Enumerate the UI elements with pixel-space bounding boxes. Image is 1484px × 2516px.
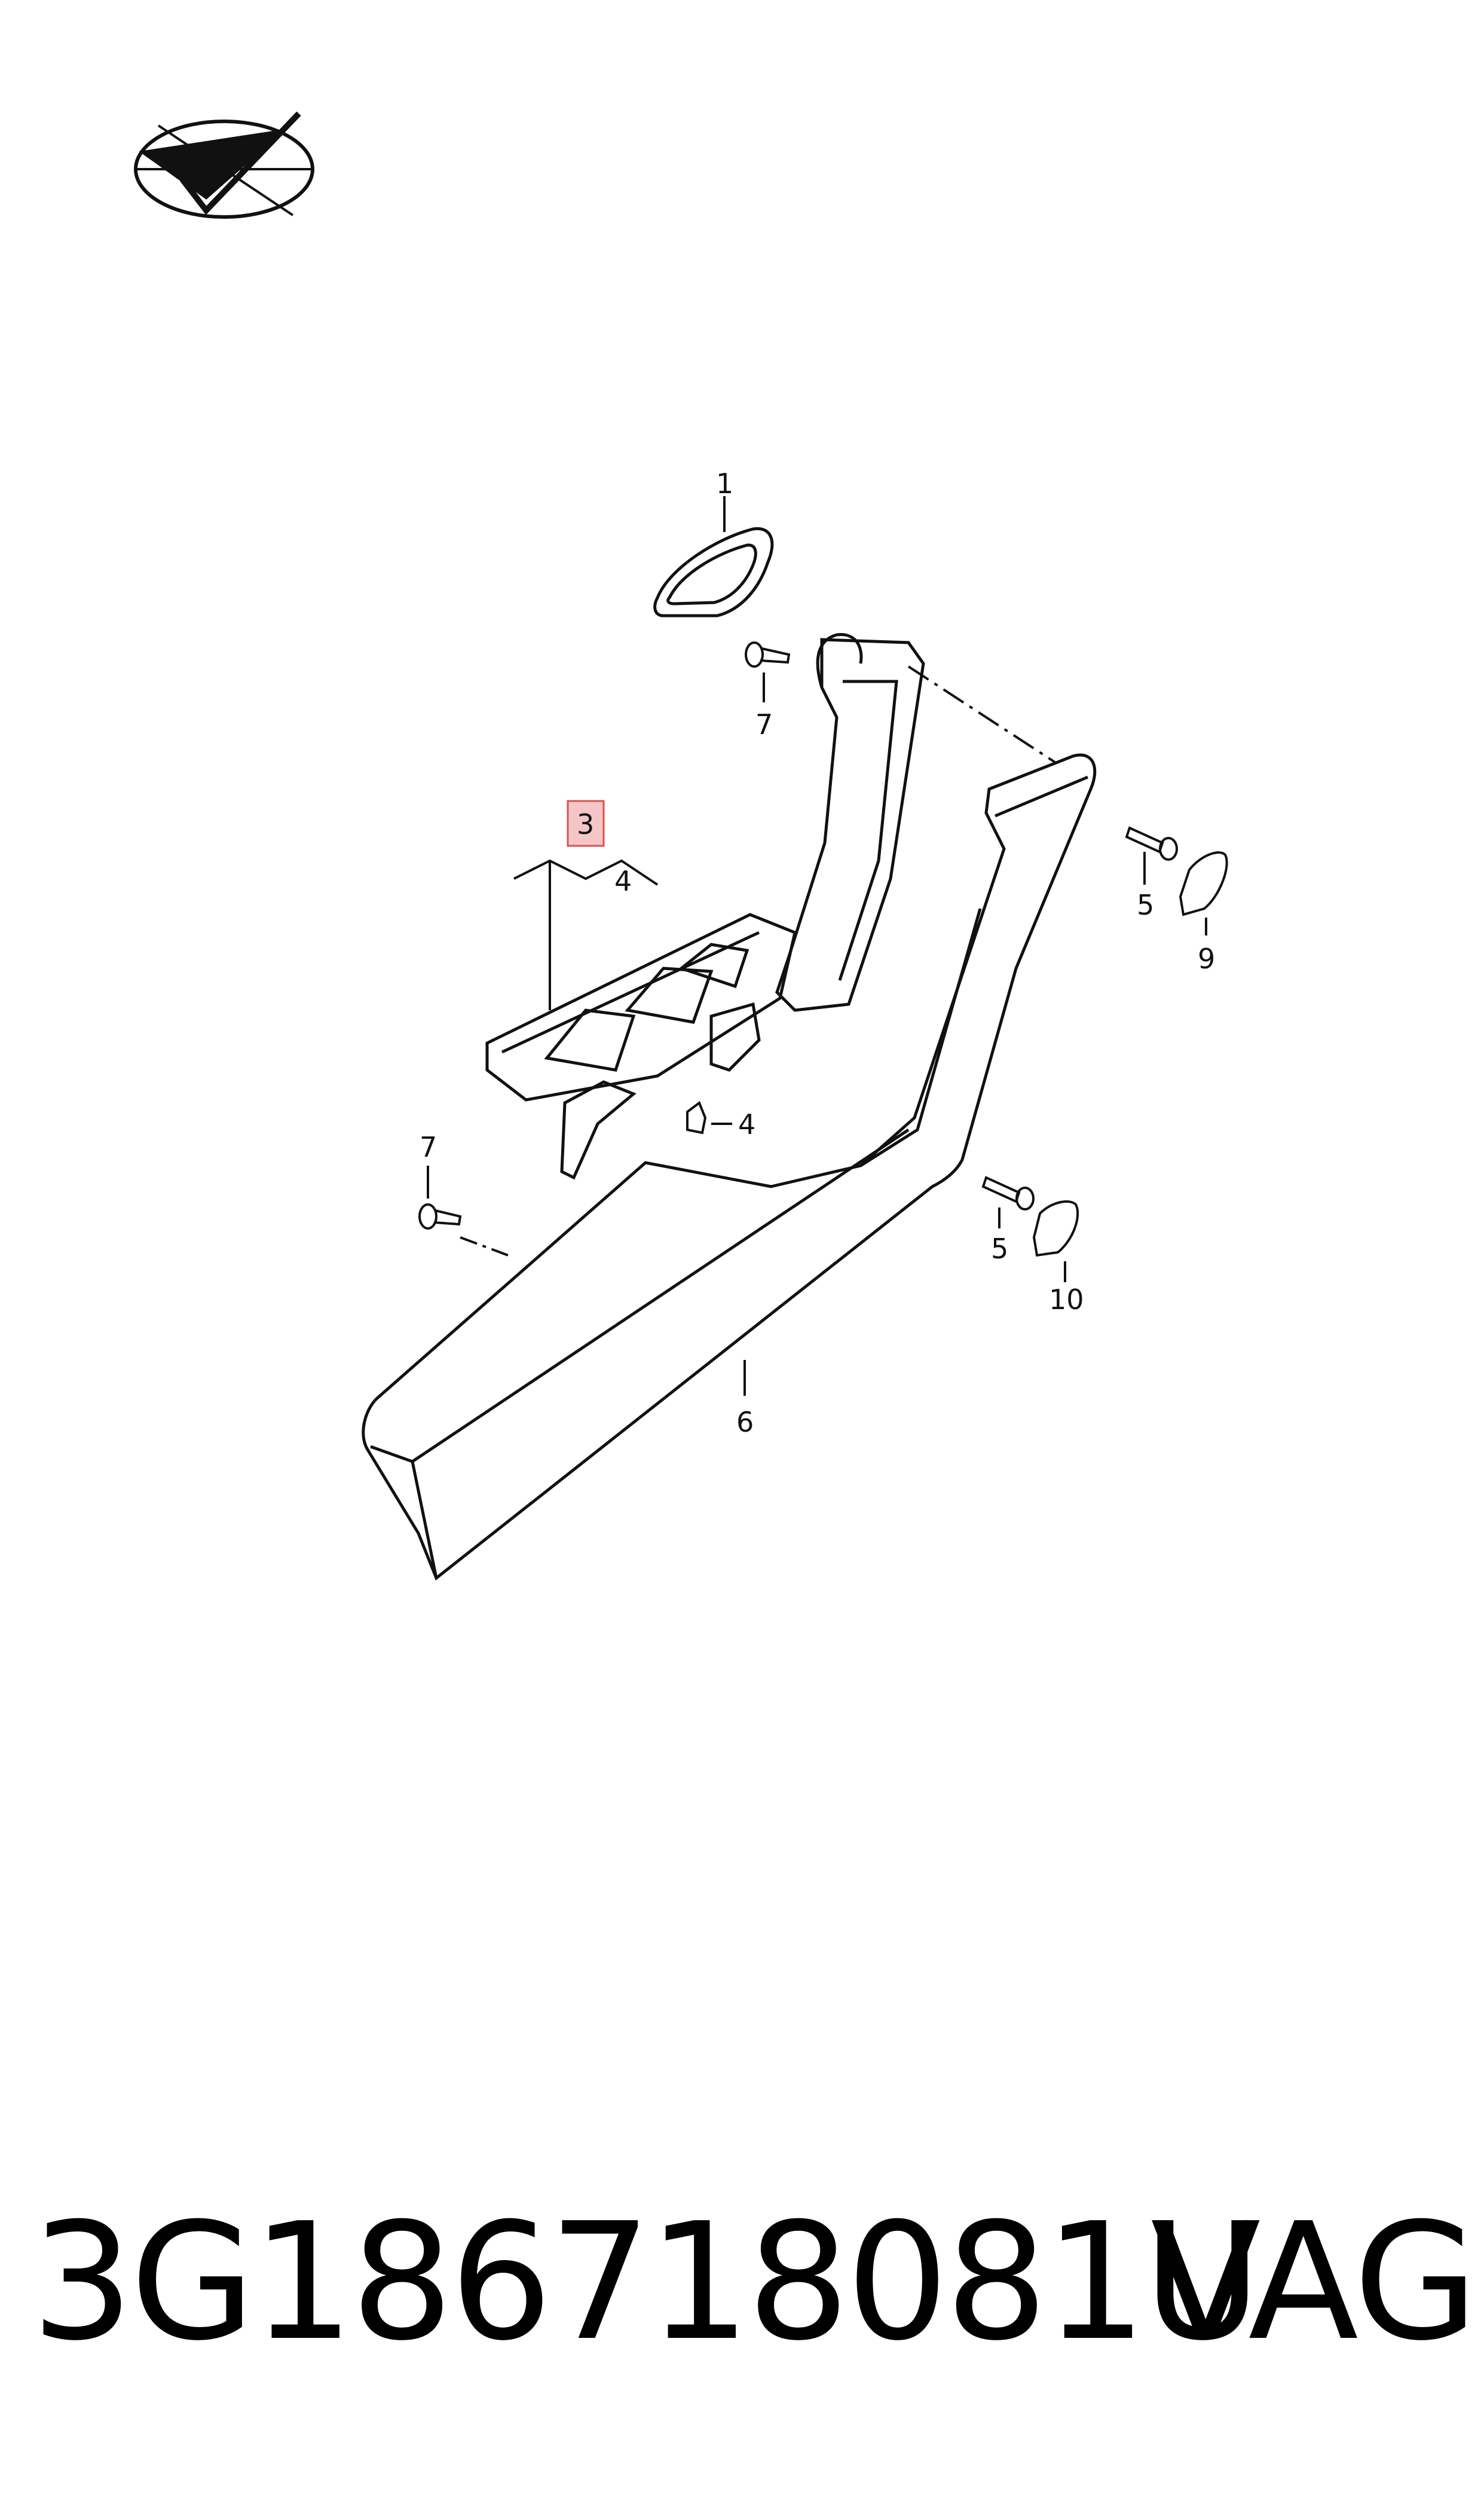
callout-6: 6	[736, 1406, 754, 1438]
leader-lines	[427, 672, 1207, 1396]
callout-3: 3	[577, 808, 594, 840]
callout-1: 1	[716, 467, 733, 500]
cap-10	[1032, 1200, 1079, 1257]
clip-4	[686, 1100, 707, 1135]
part-6-console-trim	[362, 753, 1097, 1581]
highlight-box-part-3	[567, 800, 605, 847]
screw-5-lower	[981, 1176, 1035, 1210]
part-number: 3G186718081U	[31, 2188, 1262, 2376]
screw-5-upper	[1125, 826, 1178, 861]
cap-9	[1179, 851, 1228, 916]
footer: 3G186718081U VAG	[0, 2188, 1484, 2379]
callout-7-upper: 7	[755, 708, 773, 741]
callout-9: 9	[1198, 943, 1215, 975]
callout-4-upper: 4	[614, 865, 632, 897]
screw-7-lower	[418, 1203, 462, 1230]
paper-plane-check-logo-icon	[134, 111, 314, 219]
screw-7-upper	[745, 641, 791, 668]
part-3-trim-frame	[485, 633, 925, 1180]
callout-5-lower: 5	[991, 1233, 1008, 1265]
callout-10: 10	[1049, 1283, 1084, 1316]
callout-5-upper: 5	[1137, 889, 1154, 921]
brand-name: VAG	[1151, 2188, 1479, 2376]
part-1-ring-trim	[653, 527, 774, 617]
callout-7-lower: 7	[420, 1131, 437, 1163]
callout-4-clip: 4	[738, 1108, 755, 1141]
